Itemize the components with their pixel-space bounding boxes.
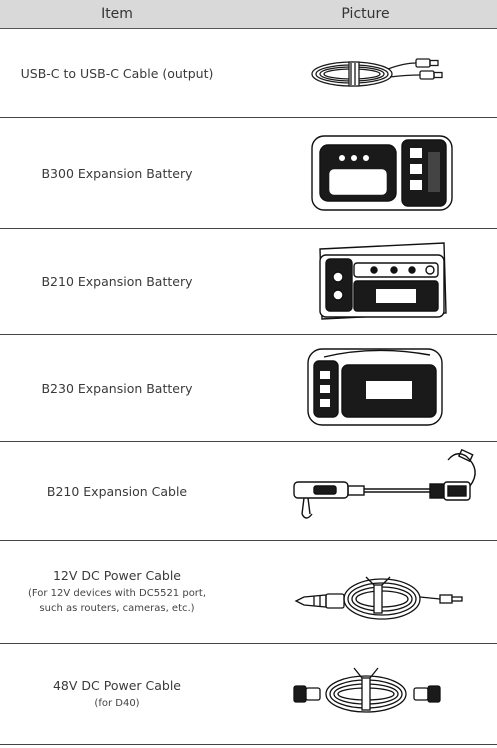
- table-row: 12V DC Power Cable (For 12V devices with…: [0, 541, 497, 644]
- item-label: 48V DC Power Cable: [52, 677, 181, 693]
- item-label: B300 Expansion Battery: [41, 165, 193, 181]
- table-row: USB-C to USB-C Cable (output): [0, 29, 497, 118]
- item-label: B210 Expansion Battery: [41, 274, 193, 289]
- item-label: USB-C to USB-C Cable (output): [20, 65, 214, 81]
- header-picture: Picture: [341, 6, 390, 22]
- b300-expansion-battery-image: [234, 118, 497, 228]
- table-row: B210 Expansion Battery: [0, 229, 497, 335]
- b210-expansion-cable-image: [234, 442, 497, 540]
- b230-expansion-battery-image: [234, 335, 497, 441]
- item-label: B210 Expansion Cable: [46, 483, 188, 499]
- item-label: 12V DC Power Cable: [52, 568, 181, 583]
- table-row: B300 Expansion Battery: [0, 118, 497, 229]
- header-item: Item: [101, 6, 133, 22]
- 48v-dc-power-cable-image: [234, 644, 497, 744]
- usb-c-cable-image: [234, 29, 497, 117]
- table-header: Item Picture: [0, 0, 497, 29]
- b210-expansion-battery-image: [234, 229, 497, 334]
- table-row: B210 Expansion Cable: [0, 442, 497, 541]
- item-note: (For 12V devices with DC5521 port,: [27, 588, 207, 599]
- 12v-dc-power-cable-image: [234, 541, 497, 643]
- item-note: (for D40): [94, 697, 140, 709]
- item-note: such as routers, cameras, etc.): [39, 603, 195, 614]
- table-row: 48V DC Power Cable (for D40): [0, 644, 497, 745]
- item-label: B230 Expansion Battery: [41, 380, 193, 396]
- table-row: B230 Expansion Battery: [0, 335, 497, 442]
